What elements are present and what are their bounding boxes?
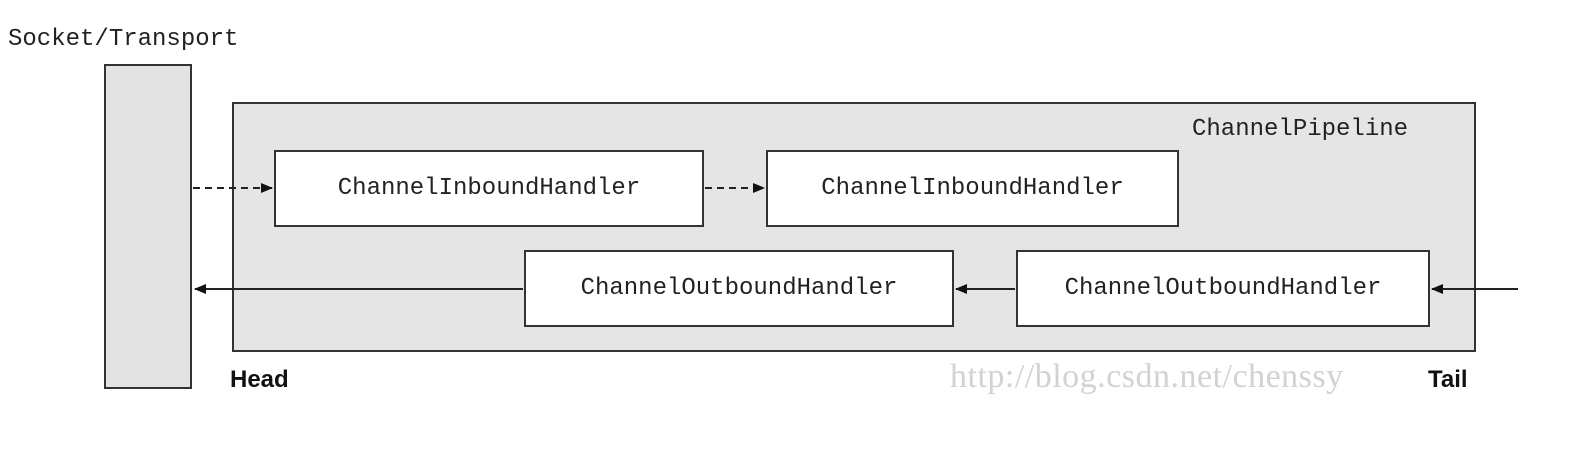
- outbound-handler-1-label: ChannelOutboundHandler: [580, 275, 898, 302]
- channel-pipeline-label: ChannelPipeline: [1192, 116, 1409, 143]
- inbound-handler-2-label: ChannelInboundHandler: [821, 175, 1124, 202]
- socket-transport-label: Socket/Transport: [8, 26, 239, 53]
- outbound-handler-2-label: ChannelOutboundHandler: [1064, 275, 1382, 302]
- tail-label: Tail: [1428, 366, 1468, 393]
- head-label: Head: [230, 366, 289, 393]
- watermark-text: http://blog.csdn.net/chenssy: [950, 358, 1344, 395]
- outbound-handler-1: ChannelOutboundHandler: [524, 250, 954, 327]
- socket-transport-block: [104, 64, 192, 389]
- outbound-handler-2: ChannelOutboundHandler: [1016, 250, 1430, 327]
- inbound-handler-1-label: ChannelInboundHandler: [337, 175, 641, 202]
- inbound-handler-1: ChannelInboundHandler: [274, 150, 704, 227]
- inbound-handler-2: ChannelInboundHandler: [766, 150, 1179, 227]
